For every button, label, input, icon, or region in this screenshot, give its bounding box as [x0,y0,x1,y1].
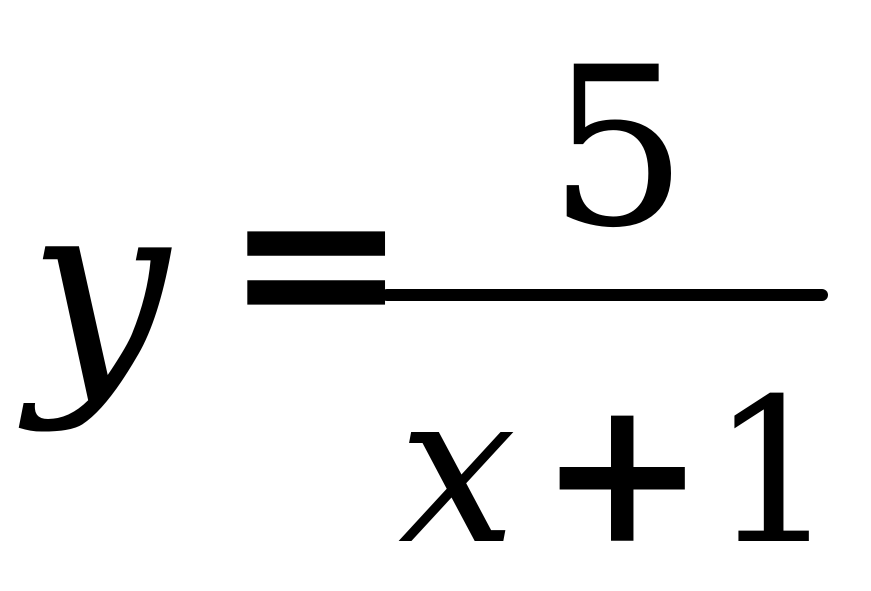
equals-sign: = [224,130,409,389]
fraction-bar [381,289,828,301]
fraction-numerator: 5 [548,20,688,276]
formula-lhs-variable: y [28,144,170,435]
denominator-variable: x [398,346,517,591]
plus-sign: + [538,354,707,589]
formula: y = 5 x+1 [28,20,837,574]
denominator-constant: 1 [710,356,838,589]
fraction-denominator: x+1 [398,364,837,574]
